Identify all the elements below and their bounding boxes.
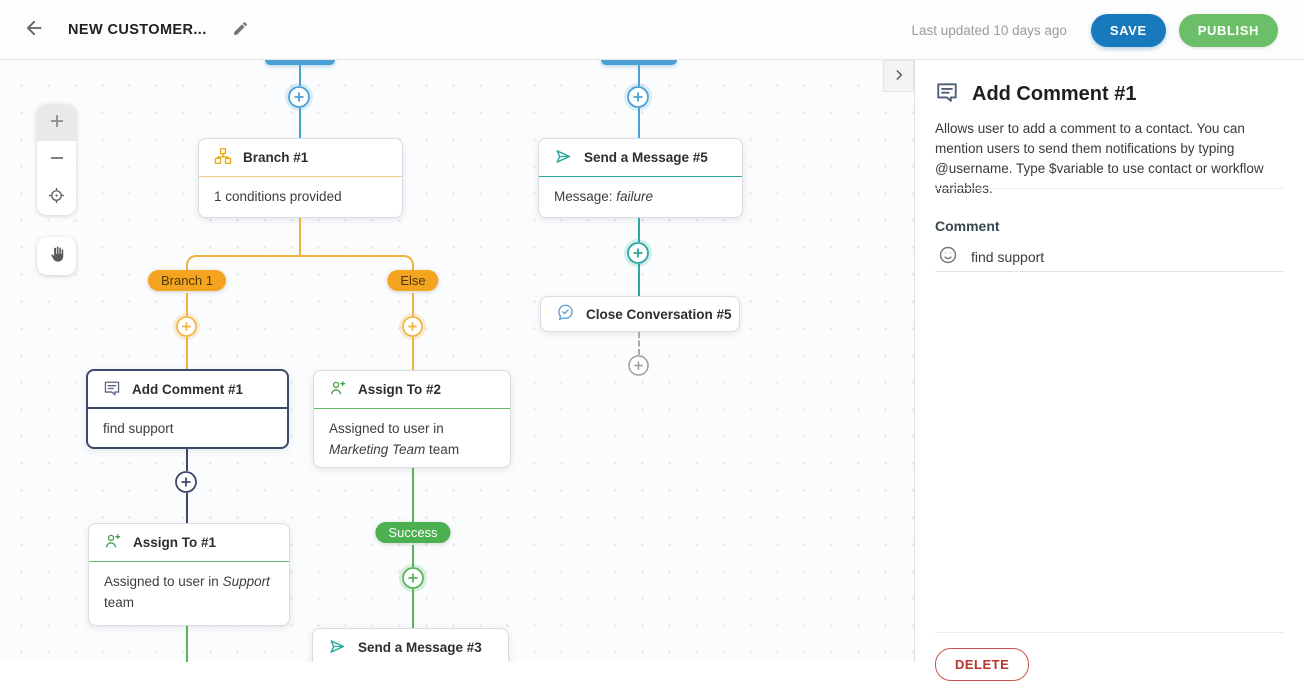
connector-line — [412, 545, 414, 567]
connector-line — [186, 293, 188, 316]
save-button[interactable]: SAVE — [1091, 14, 1166, 47]
node-title: Branch #1 — [243, 150, 308, 165]
send-icon — [328, 637, 347, 659]
node-title: Send a Message #3 — [358, 640, 482, 655]
connector-line — [412, 468, 414, 522]
zoom-out-button[interactable] — [37, 141, 76, 178]
send-icon — [554, 147, 573, 169]
connector-line — [186, 449, 188, 471]
node-body: Assigned to user in Support team — [89, 562, 289, 623]
publish-button[interactable]: PUBLISH — [1179, 14, 1278, 47]
node-body: 1 conditions provided — [199, 177, 402, 217]
chevron-right-icon — [892, 68, 906, 85]
panel-title: Add Comment #1 — [972, 83, 1136, 106]
assign-user-icon — [329, 379, 347, 400]
node-assign-to-2[interactable]: Assign To #2 Assigned to user in Marketi… — [313, 370, 511, 468]
edit-pencil-icon — [232, 20, 249, 40]
plus-connector-icon[interactable] — [628, 355, 649, 376]
node-title: Add Comment #1 — [132, 382, 243, 397]
comment-input[interactable]: find support — [938, 245, 1044, 268]
node-send-message-5[interactable]: Send a Message #5 Message: failure — [538, 138, 743, 218]
connector-line-dashed — [638, 332, 640, 355]
node-branch-1[interactable]: Branch #1 1 conditions provided — [198, 138, 403, 218]
connector-line — [412, 589, 414, 628]
connector-line — [412, 337, 414, 370]
plus-connector-icon[interactable] — [288, 86, 310, 108]
step-settings-panel: Add Comment #1 Allows user to add a comm… — [914, 60, 1304, 662]
smiley-icon[interactable] — [938, 245, 958, 268]
collapse-panel-button[interactable] — [883, 60, 914, 92]
node-assign-to-1[interactable]: Assign To #1 Assigned to user in Support… — [88, 523, 290, 626]
connector-line — [186, 493, 188, 523]
close-conversation-icon — [556, 303, 575, 325]
connector-line — [299, 108, 301, 138]
comment-field-label: Comment — [935, 218, 1000, 234]
connector-line — [638, 264, 640, 296]
plus-connector-icon[interactable] — [402, 567, 424, 589]
else-label-badge: Else — [387, 270, 438, 291]
comment-input-underline — [935, 271, 1284, 272]
workflow-canvas[interactable]: Branch #1 1 conditions provided Send a M… — [0, 60, 914, 662]
node-title: Close Conversation #5 — [586, 307, 732, 322]
zoom-out-icon — [49, 150, 65, 169]
plus-connector-icon[interactable] — [402, 316, 423, 337]
back-arrow-icon — [23, 17, 45, 42]
center-view-icon — [47, 186, 66, 208]
hand-pan-icon — [47, 245, 66, 267]
branch-split-connector — [186, 255, 414, 271]
delete-step-button[interactable]: DELETE — [935, 648, 1029, 681]
node-close-conversation-5[interactable]: Close Conversation #5 — [540, 296, 740, 332]
plus-connector-icon[interactable] — [176, 316, 197, 337]
connector-line — [186, 337, 188, 370]
connector-line — [412, 293, 414, 316]
last-updated-text: Last updated 10 days ago — [912, 23, 1067, 38]
divider — [935, 188, 1284, 189]
plus-connector-icon[interactable] — [175, 471, 197, 493]
workflow-title: NEW CUSTOMER... — [68, 22, 207, 38]
node-title: Assign To #2 — [358, 382, 441, 397]
node-title: Send a Message #5 — [584, 150, 708, 165]
panel-description: Allows user to add a comment to a contac… — [935, 119, 1287, 199]
back-button[interactable] — [20, 16, 48, 44]
node-body: Assigned to user in Marketing Team team — [314, 409, 510, 468]
divider — [935, 632, 1284, 633]
plus-connector-icon[interactable] — [627, 242, 649, 264]
node-body: find support — [88, 409, 287, 449]
node-title: Assign To #1 — [133, 535, 216, 550]
connector-line — [638, 108, 640, 138]
pan-tool-button[interactable] — [37, 237, 76, 275]
top-bar: NEW CUSTOMER... Last updated 10 days ago… — [0, 0, 1304, 60]
success-label-badge: Success — [375, 522, 450, 543]
branch-label-badge: Branch 1 — [148, 270, 226, 291]
connector-line — [299, 64, 301, 87]
assign-user-icon — [104, 532, 122, 553]
node-send-message-3[interactable]: Send a Message #3 — [312, 628, 509, 662]
add-comment-icon — [103, 379, 121, 400]
center-view-button[interactable] — [37, 178, 76, 215]
node-body: Message: failure — [539, 177, 742, 217]
zoom-in-button[interactable] — [37, 104, 76, 141]
connector-line — [638, 218, 640, 242]
node-add-comment-1[interactable]: Add Comment #1 find support — [86, 369, 289, 449]
comment-field-value: find support — [971, 249, 1044, 265]
zoom-in-icon — [49, 113, 65, 132]
connector-line — [186, 626, 188, 662]
zoom-toolbar — [37, 104, 76, 215]
branch-icon — [214, 147, 232, 168]
edit-title-button[interactable] — [229, 18, 253, 42]
connector-line — [638, 64, 640, 87]
add-comment-icon — [935, 80, 959, 109]
plus-connector-icon[interactable] — [627, 86, 649, 108]
connector-line — [299, 218, 301, 256]
